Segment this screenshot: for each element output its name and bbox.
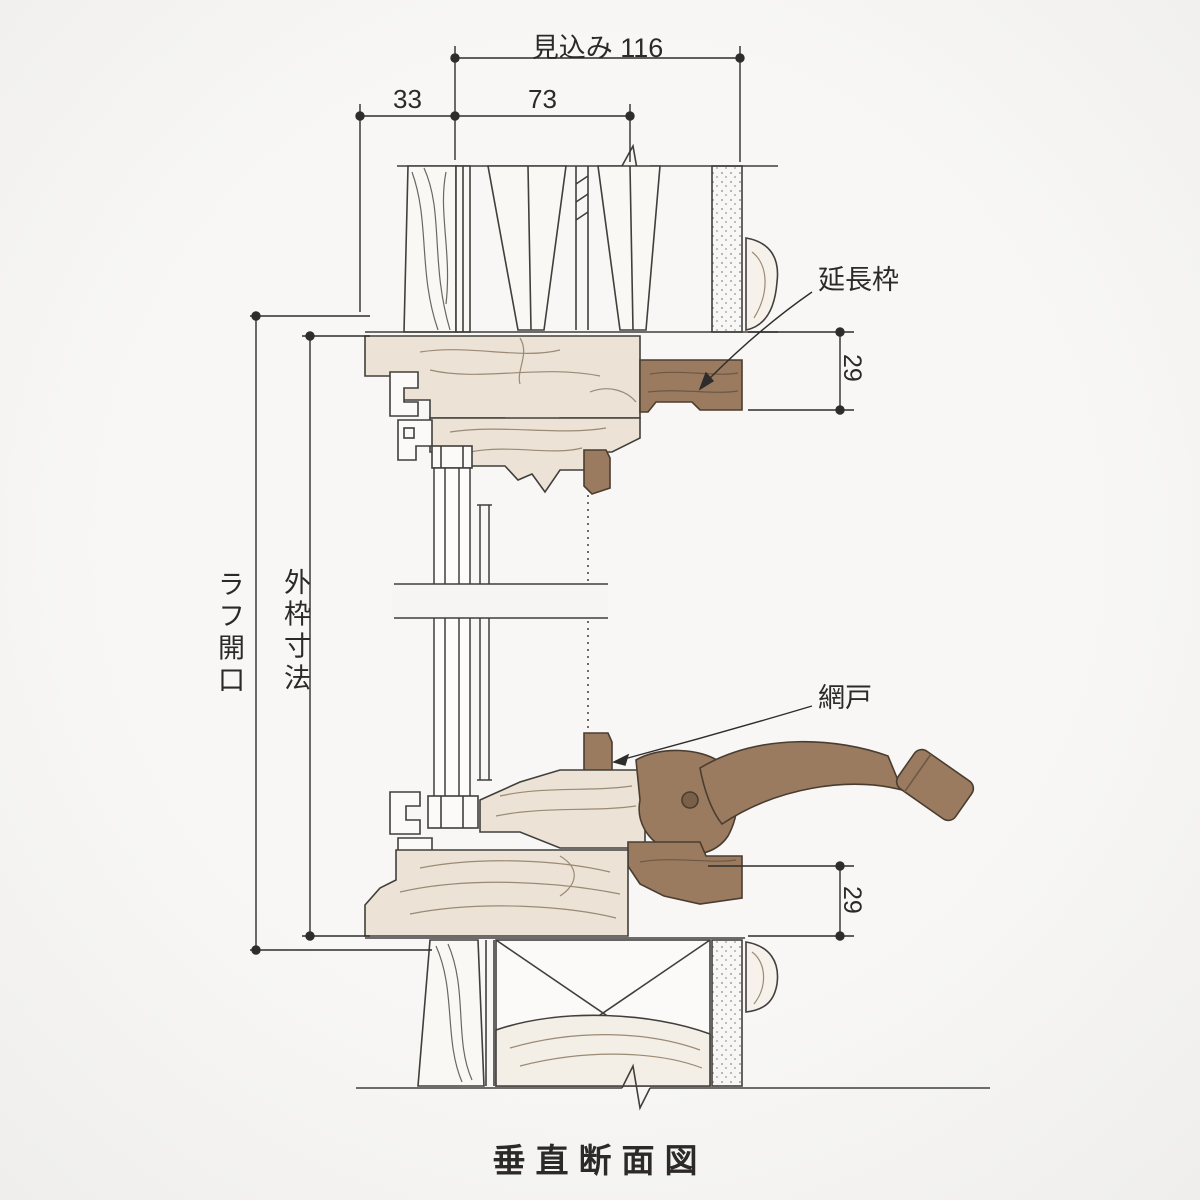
dimension-rough-opening-label: ラフ開口 <box>214 570 244 698</box>
operator-knob-part <box>895 748 975 822</box>
callout-screen-label: 網戸 <box>818 683 872 713</box>
dimension-outer-frame-label: 外枠寸法 <box>280 568 310 696</box>
sill-wood <box>364 849 629 937</box>
dimension-mikomi-label: 見込み 116 <box>531 33 664 63</box>
extension-frame-part <box>639 359 743 413</box>
sill-extension-part <box>627 841 743 905</box>
dimension-33-label: 33 <box>393 84 422 114</box>
glass-sash <box>392 467 608 813</box>
dimension-lines <box>250 46 854 955</box>
drawing-title: 垂直断面図 <box>492 1142 708 1179</box>
operator-handle-part <box>699 740 904 826</box>
dimension-29-bottom-label: 29 <box>838 886 866 914</box>
callout-extension-frame-label: 延長枠 <box>818 265 899 295</box>
sill-frame <box>364 732 975 939</box>
top-wall-structure <box>365 143 779 333</box>
head-frame <box>364 335 743 495</box>
glass-pane <box>433 467 471 813</box>
glazing-stop-part <box>583 449 611 495</box>
dimension-29-top-label: 29 <box>838 354 866 382</box>
bottom-wall-structure <box>356 939 990 1111</box>
dimension-73-label: 73 <box>528 84 557 114</box>
